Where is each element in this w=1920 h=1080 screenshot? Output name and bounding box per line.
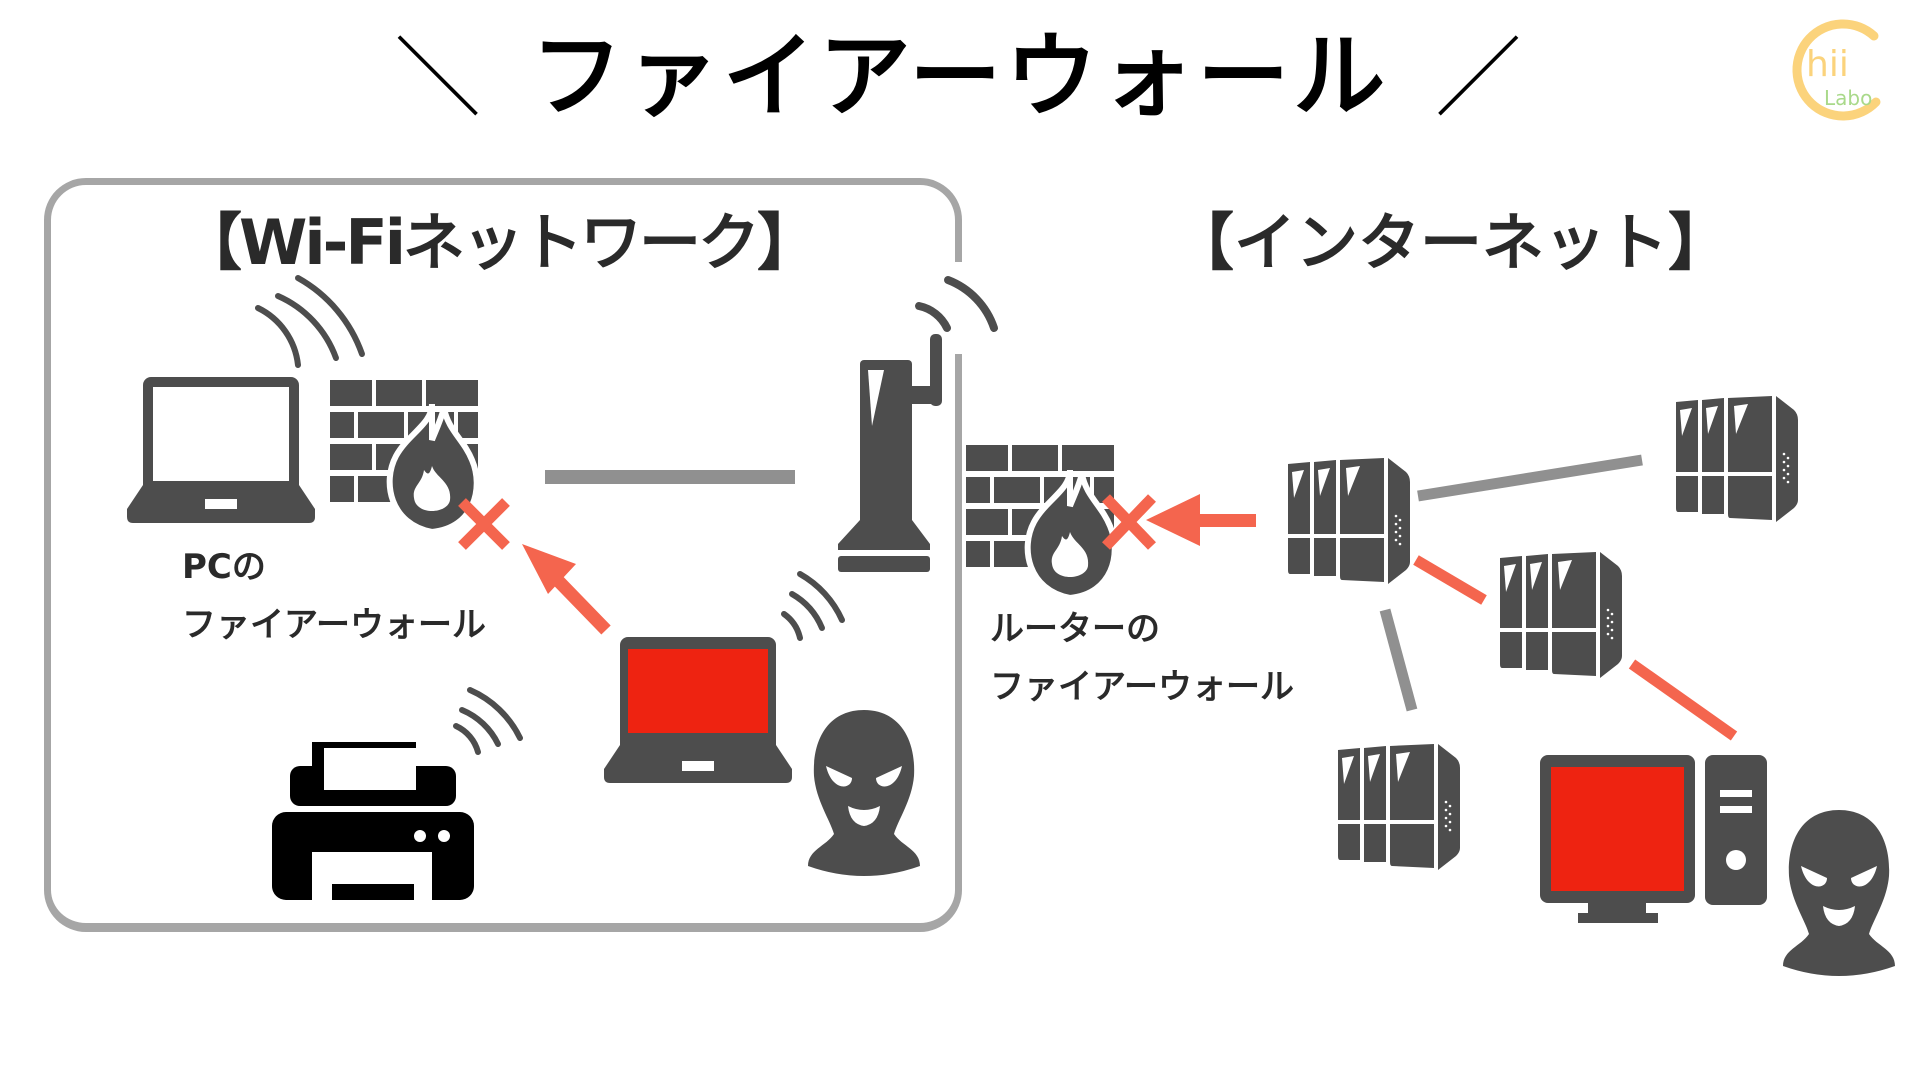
attacker-desktop-icon [1540, 755, 1767, 923]
hacker-lan-icon [808, 710, 920, 876]
internet-link-gray-1 [1417, 454, 1643, 502]
pc-blocked-x-icon [458, 498, 510, 550]
logo-name: Labo [1824, 86, 1873, 110]
attack-link-1 [1413, 555, 1487, 605]
title-left-mark: ＼ [394, 29, 485, 129]
attack-arrow-router [1146, 494, 1256, 546]
server-icon-4 [1338, 744, 1460, 870]
logo-sub: hii [1806, 44, 1849, 85]
title-text: ファイアーウォール [530, 23, 1390, 130]
printer-wifi-icon [453, 687, 523, 755]
attacker-laptop-icon [604, 637, 792, 783]
router-wifi-icon [915, 276, 998, 332]
attack-link-2 [1628, 659, 1738, 741]
page-title: ＼ ファイアーウォール ／ [0, 22, 1920, 134]
wifi-network-heading: 【Wi-Fiネットワーク】 [180, 206, 819, 279]
internet-heading: 【インターネット】 [1172, 206, 1731, 279]
internet-link-gray-2 [1379, 608, 1418, 712]
server-icon-3 [1500, 552, 1622, 678]
pc-firewall-label-line1: PCの [182, 547, 266, 587]
server-icon-2 [1676, 396, 1798, 522]
pc-firewall-label-line2: ファイアーウォール [182, 605, 486, 645]
attacker-laptop-wifi-icon [781, 571, 845, 641]
server-icon-1 [1288, 458, 1410, 584]
router-icon [838, 334, 942, 572]
lan-link-line [545, 470, 795, 484]
wifi-network-box [44, 178, 962, 932]
printer-icon [272, 742, 474, 900]
logo-c-icon [1792, 19, 1881, 121]
router-blocked-x-icon [1102, 494, 1156, 550]
router-firewall-label-line2: ファイアーウォール [990, 667, 1294, 707]
pc-laptop-icon [127, 377, 315, 523]
attack-arrow-pc [522, 544, 611, 635]
pc-wifi-icon [255, 275, 365, 368]
logo: hii Labo [1782, 14, 1894, 126]
hacker-internet-icon [1783, 810, 1895, 976]
title-right-mark: ／ [1435, 29, 1526, 129]
router-firewall-label-line1: ルーターの [990, 609, 1160, 649]
